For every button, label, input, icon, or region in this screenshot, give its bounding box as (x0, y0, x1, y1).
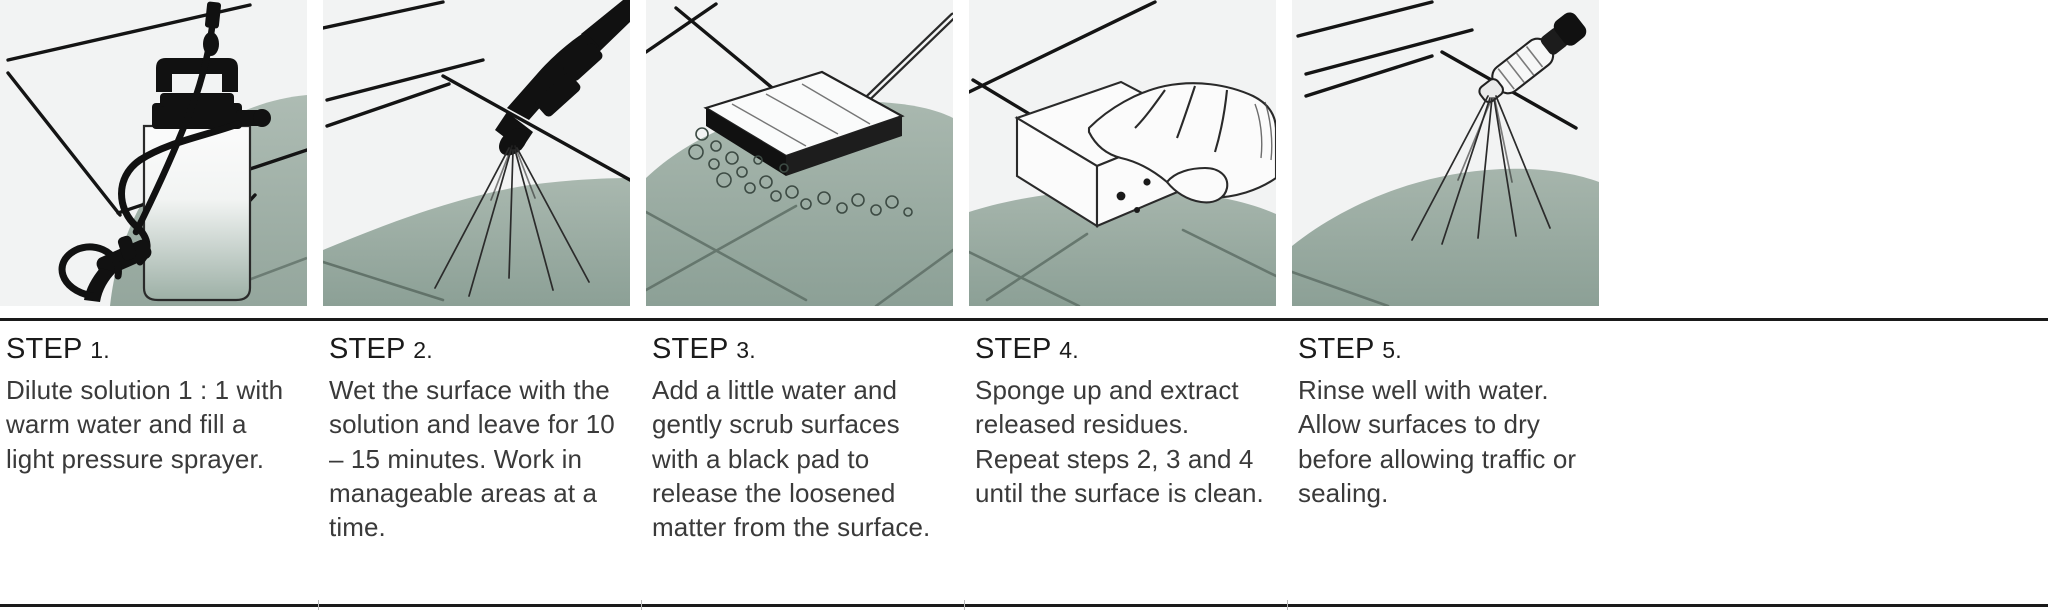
caption-step-2: STEP 2. Wet the surface with the solutio… (323, 325, 630, 601)
illustration-panel-step-3 (646, 0, 953, 306)
illustration-panel-step-5 (1292, 0, 1599, 306)
column-tick-2 (641, 600, 642, 610)
step-heading-label-1: STEP (6, 333, 83, 365)
step-heading-1: STEP 1. (6, 335, 299, 364)
illustration-panel-step-4 (969, 0, 1276, 306)
spray-nozzle-illustration (323, 0, 630, 306)
step-heading-label-3: STEP (652, 333, 729, 365)
divider-bottom (0, 604, 2048, 607)
illustration-panel-step-1 (0, 0, 307, 306)
step-number-2: 2. (413, 337, 433, 363)
caption-step-4: STEP 4. Sponge up and extract released r… (969, 325, 1276, 601)
hand-with-sponge-illustration (969, 0, 1276, 306)
column-tick-3 (964, 600, 965, 610)
step-body-3: Add a little water and gently scrub surf… (652, 375, 931, 543)
step-heading-label-5: STEP (1298, 333, 1375, 365)
column-tick-4 (1287, 600, 1288, 610)
step-number-5: 5. (1382, 337, 1402, 363)
step-body-5: Rinse well with water. Allow surfaces to… (1298, 375, 1577, 508)
scrub-pad-illustration (646, 0, 953, 306)
pressure-sprayer-illustration (0, 0, 307, 306)
step-number-1: 1. (90, 337, 110, 363)
divider-top (0, 318, 2048, 321)
caption-strip: STEP 1. Dilute solution 1 : 1 with warm … (0, 325, 2048, 601)
illustration-panel-step-2 (323, 0, 630, 306)
caption-step-1: STEP 1. Dilute solution 1 : 1 with warm … (0, 325, 307, 601)
step-heading-5: STEP 5. (1298, 335, 1591, 364)
step-heading-2: STEP 2. (329, 335, 622, 364)
caption-step-3: STEP 3. Add a little water and gently sc… (646, 325, 953, 601)
step-body-4: Sponge up and extract released residues.… (975, 375, 1264, 508)
step-heading-label-2: STEP (329, 333, 406, 365)
step-body-2: Wet the surface with the solution and le… (329, 375, 615, 543)
step-number-4: 4. (1059, 337, 1079, 363)
step-heading-4: STEP 4. (975, 335, 1268, 364)
step-body-1: Dilute solution 1 : 1 with warm water an… (6, 375, 284, 474)
caption-step-5: STEP 5. Rinse well with water. Allow sur… (1292, 325, 1599, 601)
column-tick-1 (318, 600, 319, 610)
step-number-3: 3. (736, 337, 756, 363)
step-heading-label-4: STEP (975, 333, 1052, 365)
illustration-strip (0, 0, 2048, 306)
hose-nozzle-rinse-illustration (1292, 0, 1599, 306)
step-heading-3: STEP 3. (652, 335, 945, 364)
